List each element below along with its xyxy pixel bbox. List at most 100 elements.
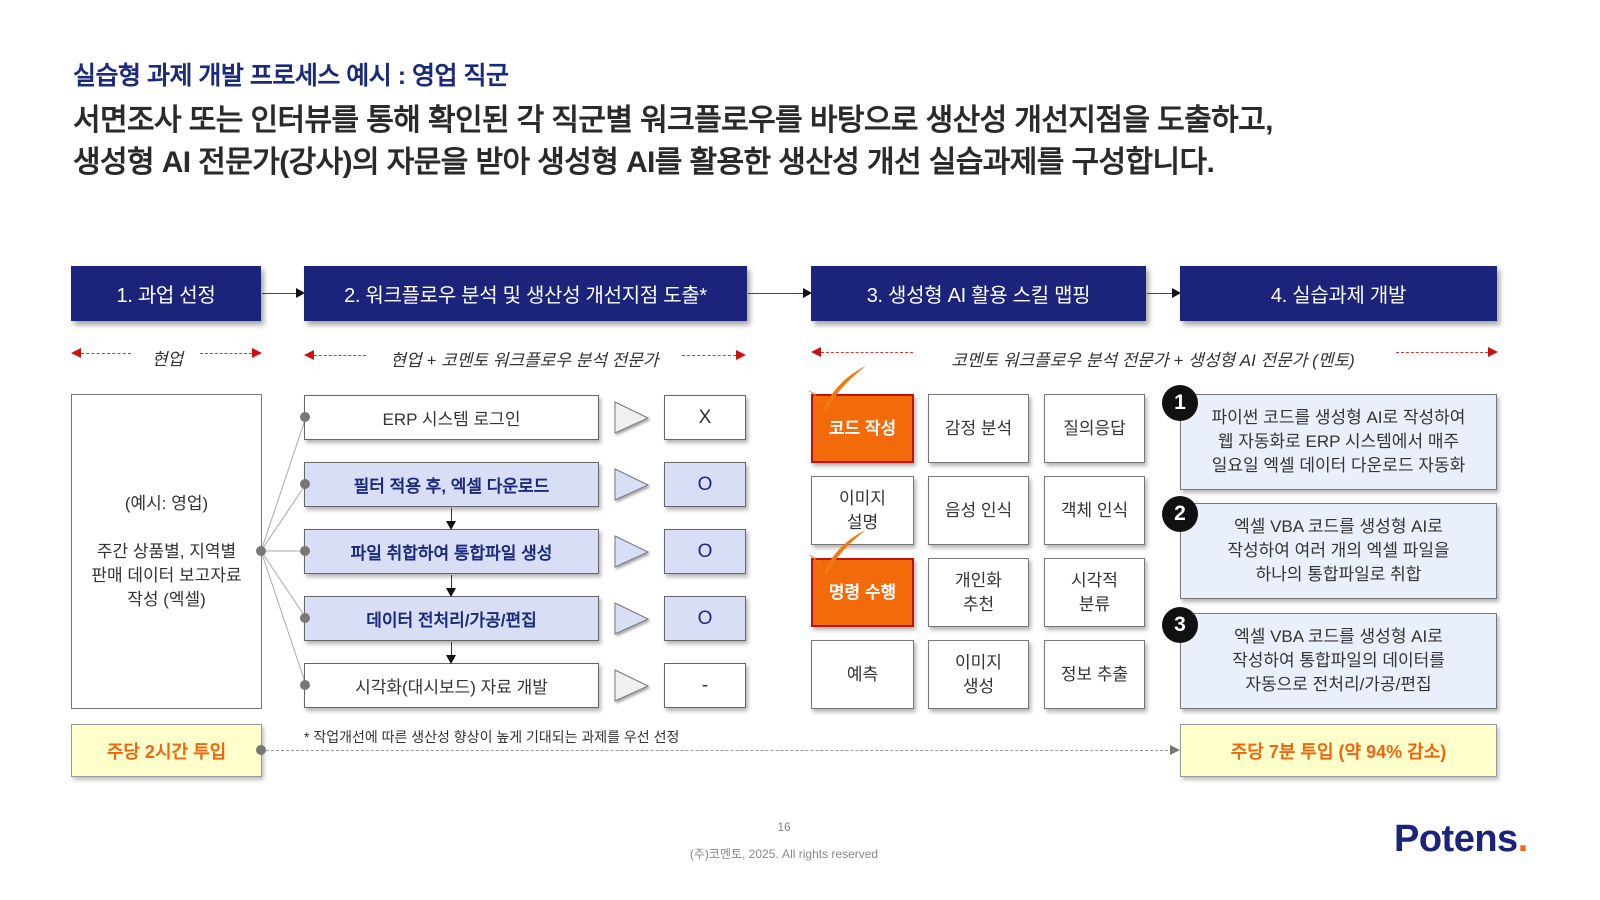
result-cell-4: O — [664, 596, 746, 641]
page-number: 16 — [777, 820, 791, 834]
down-arrow-icon — [446, 575, 456, 597]
skill-label: 감정 분석 — [944, 418, 1013, 438]
dev-task-1: 파이썬 코드를 생성형 AI로 작성하여 웹 자동화로 ERP 시스템에서 매주… — [1180, 394, 1497, 490]
step-arrow-1 — [262, 288, 305, 298]
skill-label: 분류 — [1078, 594, 1111, 614]
skill-label: 개인화 — [955, 570, 1002, 590]
selected-task-box: (예시: 영업) 주간 상품별, 지역별 판매 데이터 보고자료 작성 (엑셀) — [71, 394, 262, 709]
dev-task-line: 엑셀 VBA 코드를 생성형 AI로 — [1234, 517, 1443, 536]
step-2-header: 2. 워크플로우 분석 및 생산성 개선지점 도출* — [304, 266, 747, 321]
skill-label: 음성 인식 — [944, 500, 1013, 520]
time-after-box: 주당 7분 투입 (약 94% 감소) — [1180, 724, 1497, 777]
page-subtitle: 실습형 과제 개발 프로세스 예시 : 영업 직군 — [73, 62, 509, 90]
role-dashline — [682, 355, 736, 356]
footnote: * 작업개선에 따른 생산성 향상이 높게 기대되는 과제를 우선 선정 — [304, 729, 680, 745]
skill-label: 추천 — [962, 594, 995, 614]
role-arrow-right-icon — [1488, 347, 1498, 357]
number-badge-3: 3 — [1162, 607, 1198, 643]
role-label-step1: 현업 — [151, 350, 184, 369]
skill-label: 이미지 — [955, 652, 1002, 672]
workflow-step-5: 시각화(대시보드) 자료 개발 — [304, 663, 599, 708]
connector-dot-icon — [300, 412, 310, 422]
role-arrow-left-icon — [71, 348, 81, 358]
workflow-step-3: 파일 취합하여 통합파일 생성 — [304, 529, 599, 574]
dev-task-2: 엑셀 VBA 코드를 생성형 AI로 작성하여 여러 개의 엑셀 파일을 하나의… — [1180, 503, 1497, 599]
task-example: (예시: 영업) — [124, 493, 209, 513]
skill-label: 객체 인식 — [1060, 500, 1129, 520]
dev-task-line: 일요일 엑셀 데이터 다운로드 자동화 — [1211, 456, 1466, 475]
potens-logo: Potens. — [1394, 818, 1528, 861]
skill-label: 생성 — [962, 676, 995, 696]
task-line-2: 판매 데이터 보고자료 — [91, 565, 242, 585]
logo-text: Potens — [1394, 818, 1518, 860]
skill-qa: 질의응답 — [1044, 394, 1145, 463]
role-label-step2: 현업 + 코멘토 워크플로우 분석 전문가 — [390, 351, 659, 370]
skill-label: 정보 추출 — [1060, 664, 1129, 684]
number-badge-2: 2 — [1162, 496, 1198, 532]
step-1-header: 1. 과업 선정 — [71, 266, 261, 321]
task-line-1: 주간 상품별, 지역별 — [96, 541, 237, 561]
time-before-box: 주당 2시간 투입 — [71, 724, 262, 777]
role-dashline — [200, 353, 252, 354]
skill-object-detection: 객체 인식 — [1044, 476, 1145, 545]
skill-label: 코드 작성 — [828, 418, 897, 438]
dev-task-line: 파이썬 코드를 생성형 AI로 작성하여 — [1211, 408, 1466, 427]
role-dashline — [821, 352, 913, 353]
connector-dot-icon — [300, 479, 310, 489]
result-cell-5: - — [664, 663, 746, 708]
copyright: (주)코멘토, 2025. All rights reserved — [689, 847, 879, 861]
down-arrow-icon — [446, 642, 456, 664]
dev-task-line: 엑셀 VBA 코드를 생성형 AI로 — [1234, 627, 1443, 646]
role-arrow-left-icon — [811, 347, 821, 357]
skill-label: 예측 — [846, 664, 879, 684]
step-arrow-2 — [748, 288, 812, 298]
workflow-step-2: 필터 적용 후, 엑셀 다운로드 — [304, 462, 599, 507]
step-3-header: 3. 생성형 AI 활용 스킬 맵핑 — [811, 266, 1146, 321]
checkmark-icon — [808, 366, 866, 412]
result-cell-2: O — [664, 462, 746, 507]
dev-task-line: 작성하여 통합파일의 데이터를 — [1232, 651, 1445, 670]
checkmark-icon — [808, 530, 866, 576]
dev-task-line: 작성하여 여러 개의 엑셀 파일을 — [1227, 541, 1450, 560]
role-arrow-right-icon — [736, 350, 746, 360]
dev-task-line: 웹 자동화로 ERP 시스템에서 매주 — [1217, 432, 1460, 451]
headline-line-1: 서면조사 또는 인터뷰를 통해 확인된 각 직군별 워크플로우를 바탕으로 생산… — [73, 104, 1273, 137]
connector-dot-icon — [256, 546, 266, 556]
step-4-header: 4. 실습과제 개발 — [1180, 266, 1497, 321]
time-arrow-line — [266, 745, 1180, 755]
result-cell-3: O — [664, 529, 746, 574]
connector-dot-icon — [300, 680, 310, 690]
workflow-step-1: ERP 시스템 로그인 — [304, 395, 599, 440]
role-dashline — [314, 355, 366, 356]
connector-lines — [260, 416, 307, 686]
dev-task-line: 하나의 통합파일로 취합 — [1255, 565, 1422, 584]
headline-line-2: 생성형 AI 전문가(강사)의 자문을 받아 생성형 AI를 활용한 생산성 개… — [73, 146, 1215, 179]
skill-information-extraction: 정보 추출 — [1044, 640, 1145, 709]
down-arrow-icon — [446, 508, 456, 530]
skill-speech-recognition: 음성 인식 — [928, 476, 1029, 545]
role-arrow-left-icon — [304, 350, 314, 360]
dev-task-line: 자동으로 전처리/가공/편집 — [1245, 675, 1432, 694]
result-arrows — [614, 401, 650, 702]
number-badge-1: 1 — [1162, 385, 1198, 421]
skill-label: 명령 수행 — [828, 582, 897, 602]
connector-dot-icon — [300, 546, 310, 556]
skill-sentiment-analysis: 감정 분석 — [928, 394, 1029, 463]
role-label-step3-4: 코멘토 워크플로우 분석 전문가 + 생성형 AI 전문가 (멘토) — [951, 351, 1355, 370]
role-dashline — [81, 353, 131, 354]
task-line-3: 작성 (엑셀) — [127, 589, 206, 609]
skill-prediction: 예측 — [811, 640, 914, 709]
skill-label: 설명 — [846, 512, 879, 532]
page-headline: 서면조사 또는 인터뷰를 통해 확인된 각 직군별 워크플로우를 바탕으로 생산… — [73, 100, 1273, 184]
role-arrow-right-icon — [252, 348, 262, 358]
logo-dot: . — [1517, 818, 1529, 860]
workflow-step-4: 데이터 전처리/가공/편집 — [304, 596, 599, 641]
dev-task-3: 엑셀 VBA 코드를 생성형 AI로 작성하여 통합파일의 데이터를 자동으로 … — [1180, 613, 1497, 709]
skill-label: 이미지 — [839, 488, 886, 508]
skill-label: 질의응답 — [1063, 418, 1126, 438]
step-arrow-3 — [1147, 288, 1181, 298]
